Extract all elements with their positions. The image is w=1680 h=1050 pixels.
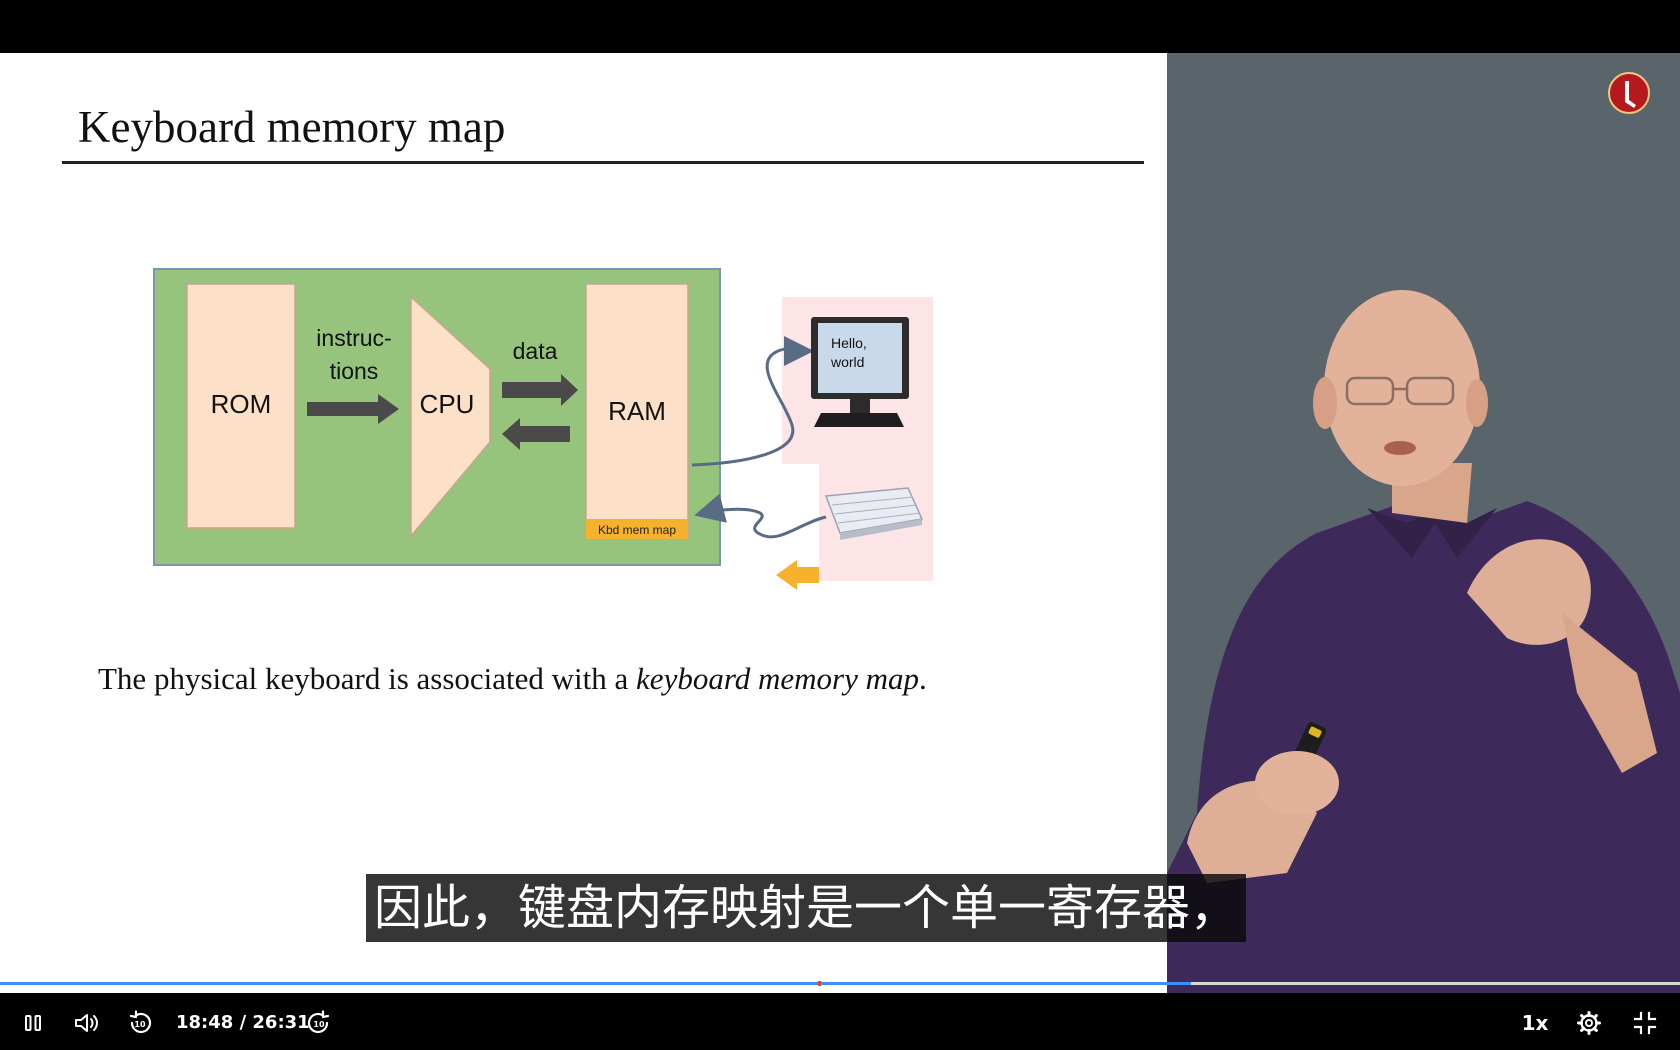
- screen-text-2: world: [830, 354, 864, 370]
- svg-text:10: 10: [134, 1020, 146, 1029]
- rom-label: ROM: [211, 389, 272, 419]
- playback-speed-button[interactable]: 1x: [1521, 1011, 1549, 1035]
- ram-to-screen-cable: [691, 335, 814, 467]
- pause-icon: [25, 1015, 41, 1031]
- kbd-mem-map-label: Kbd mem map: [598, 523, 676, 537]
- channel-logo-icon: [1608, 72, 1650, 114]
- cpu-label: CPU: [420, 389, 475, 419]
- pause-button[interactable]: [20, 1008, 46, 1038]
- instructions-label-1: instruc-: [316, 325, 391, 351]
- player-controls: 10 18:48 / 26:31 10 1x: [0, 996, 1680, 1050]
- input-direction-arrow: [776, 560, 819, 590]
- data-arrow-left: [502, 418, 570, 450]
- computer-diagram: ROM instruc- tions CPU data RAM Kbd mem …: [153, 268, 933, 590]
- volume-icon: [75, 1014, 98, 1032]
- top-black-bar: [0, 0, 1680, 53]
- rewind-10-button[interactable]: 10: [124, 1008, 156, 1038]
- video-frame[interactable]: Keyboard memory map ROM instruc- tions C…: [0, 53, 1680, 993]
- monitor-icon: Hello, world: [811, 317, 909, 427]
- cpu-block: [410, 295, 491, 539]
- caption-text: The physical keyboard is associated with…: [98, 661, 637, 696]
- kbd-mem-map-block: [586, 519, 688, 539]
- rom-block: [186, 283, 296, 529]
- forward-10-icon: 10: [307, 1010, 330, 1034]
- ram-block: [585, 283, 689, 540]
- keyboard-to-ram-cable: [694, 493, 827, 539]
- slide-title: Keyboard memory map: [78, 102, 506, 152]
- caption-period: .: [918, 661, 927, 696]
- instructions-label-2: tions: [330, 358, 379, 384]
- caption-emphasis: keyboard memory map: [636, 661, 919, 696]
- total-time: 26:31: [252, 1012, 310, 1033]
- volume-button[interactable]: [70, 1008, 102, 1038]
- chapter-marker: [818, 981, 821, 986]
- forward-10-button[interactable]: 10: [303, 1008, 335, 1038]
- speaker-video: [1167, 53, 1680, 993]
- speaker-figure: [1167, 290, 1680, 993]
- keyboard-icon: [824, 487, 924, 540]
- screen-text-1: Hello,: [831, 335, 867, 351]
- time-display: 18:48 / 26:31: [176, 1009, 310, 1037]
- lecture-slide: Keyboard memory map ROM instruc- tions C…: [0, 53, 1167, 993]
- svg-text:10: 10: [313, 1020, 325, 1029]
- slide-caption: The physical keyboard is associated with…: [98, 661, 927, 697]
- current-time: 18:48: [176, 1012, 234, 1033]
- exit-fullscreen-icon: [1633, 1011, 1657, 1035]
- data-arrow-right: [502, 374, 578, 406]
- title-divider: [62, 161, 1144, 164]
- subtitle-caption: 因此，键盘内存映射是一个单一寄存器，: [366, 874, 1247, 942]
- progress-played: [0, 982, 1192, 985]
- data-label: data: [513, 338, 558, 364]
- gear-icon: [1577, 1011, 1601, 1035]
- exit-fullscreen-button[interactable]: [1630, 1008, 1660, 1038]
- settings-button[interactable]: [1574, 1008, 1604, 1038]
- instructions-arrow: [307, 394, 399, 424]
- ram-label: RAM: [608, 396, 666, 426]
- progress-bar[interactable]: [0, 981, 1680, 986]
- time-separator: /: [233, 1012, 253, 1033]
- rewind-10-icon: 10: [129, 1010, 152, 1034]
